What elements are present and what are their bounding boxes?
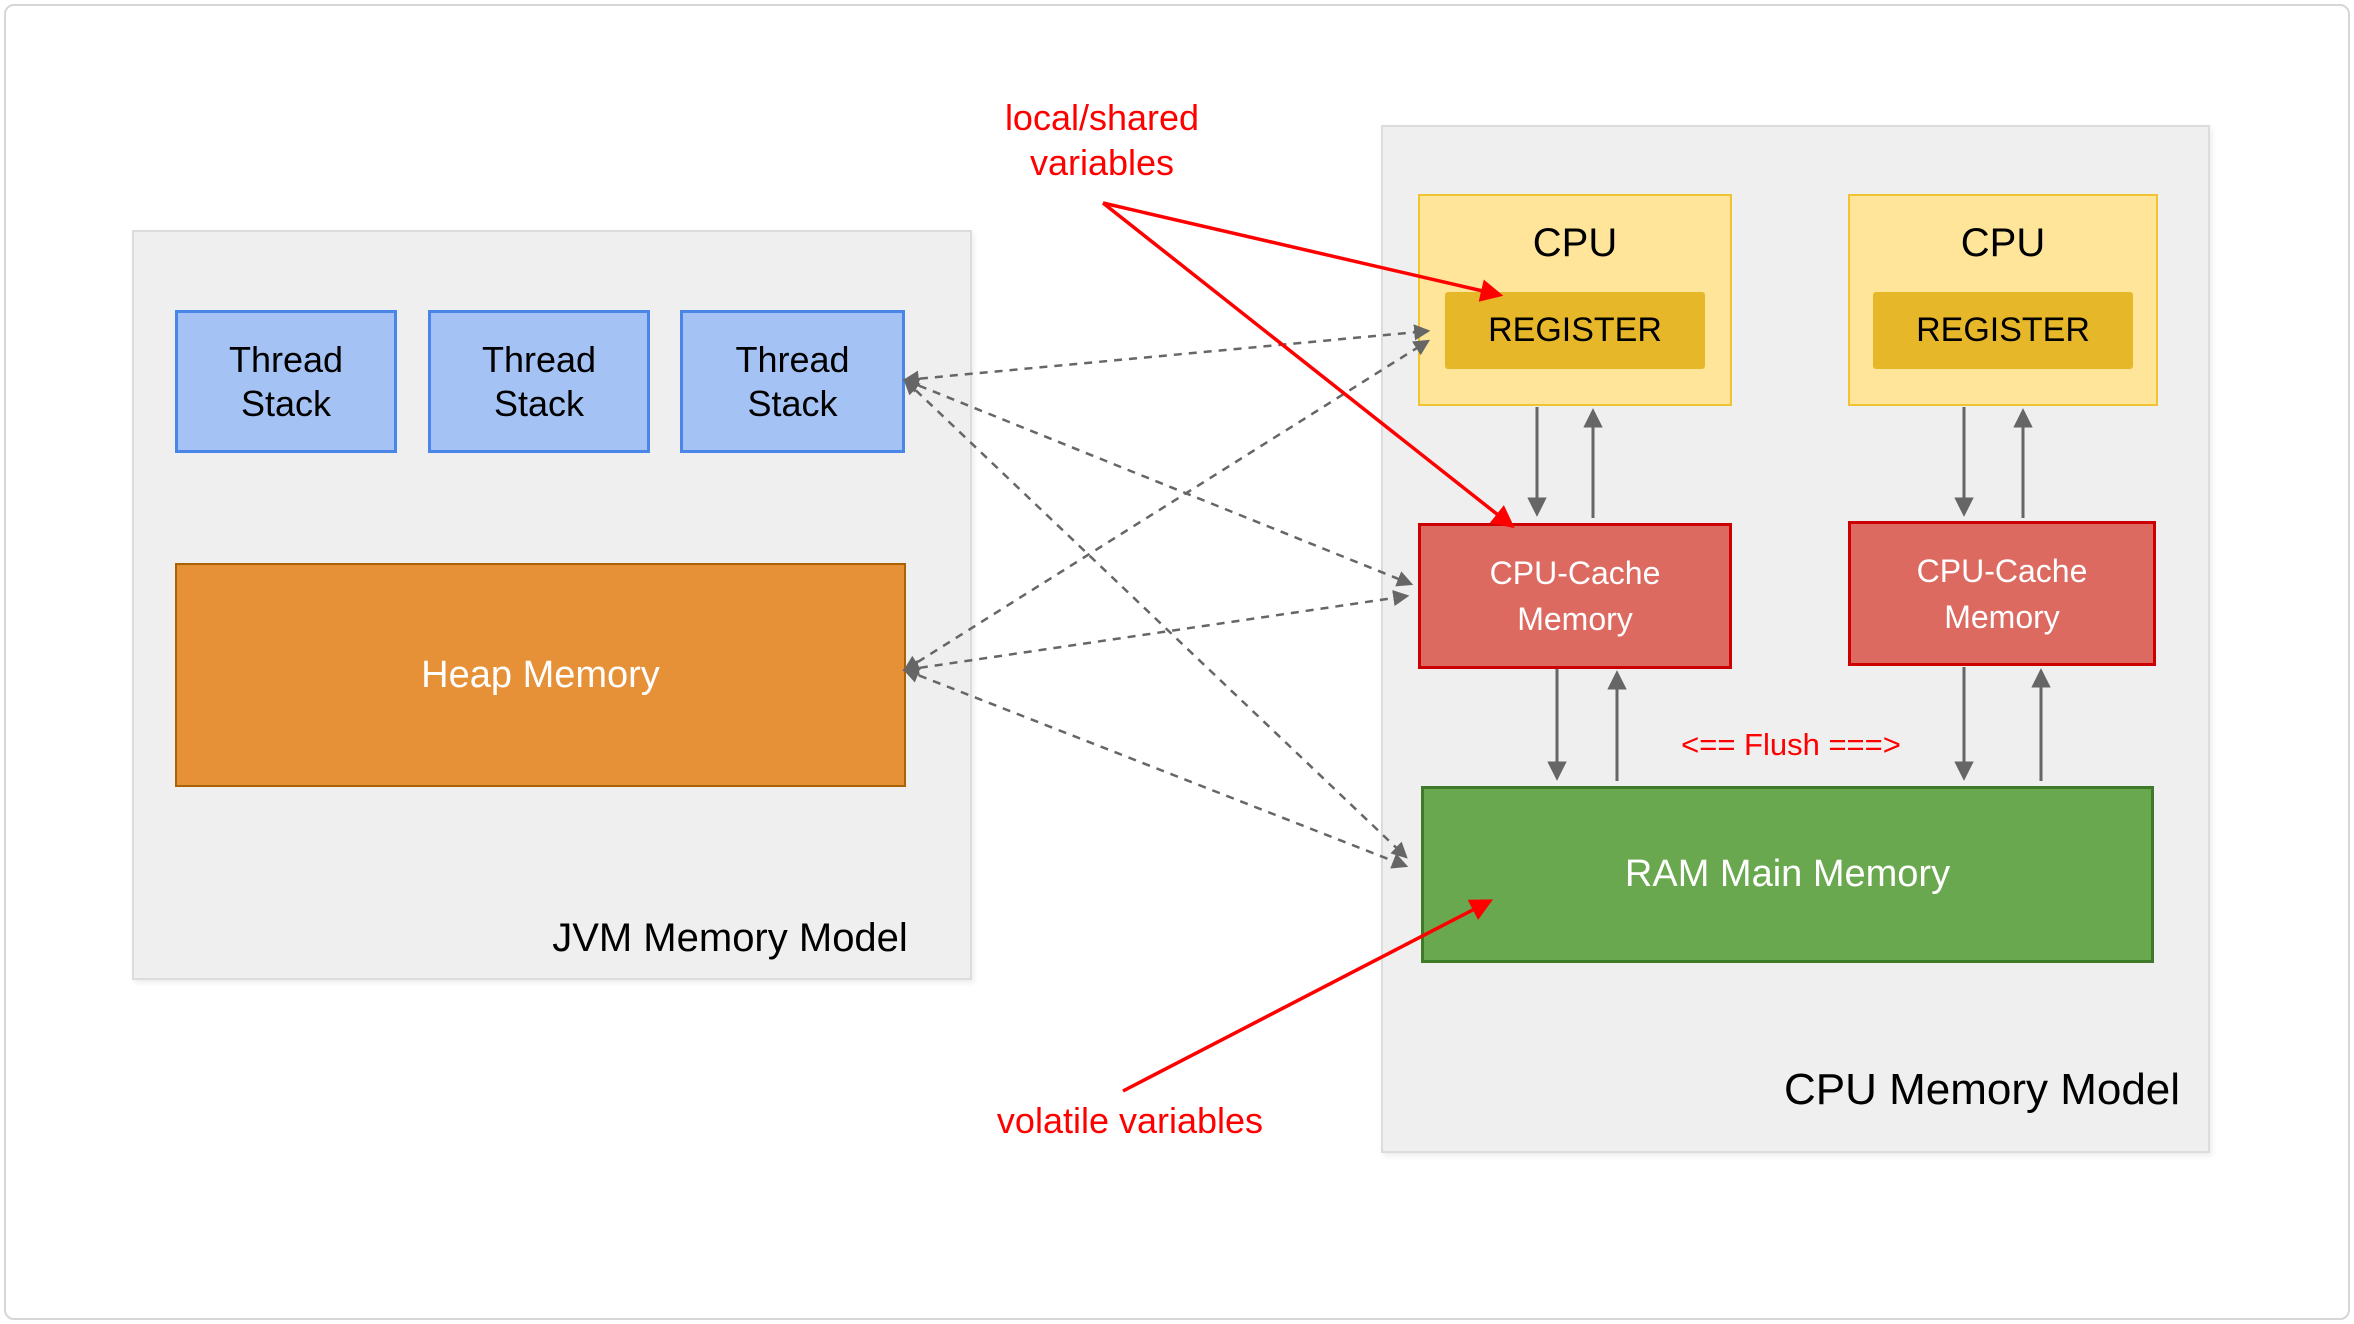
thread-stack-box-2: Thread Stack [428,310,650,453]
cpu-cache-box-2: CPU-Cache Memory [1848,521,2156,666]
cpu-cache-box-1: CPU-Cache Memory [1418,523,1732,669]
heap-memory-label: Heap Memory [421,653,660,696]
cpu-cache-label: CPU-Cache Memory [1916,552,2088,635]
register-label: REGISTER [1916,311,2090,349]
register-box-2: REGISTER [1873,292,2133,369]
cpu-cache-label: CPU-Cache Memory [1489,555,1661,637]
jvm-panel-title: JVM Memory Model [552,916,908,960]
cpu-memory-model-panel: CPU REGISTER CPU REGISTER CPU-Cache Memo… [1381,125,2210,1153]
jvm-memory-model-panel: Thread Stack Thread Stack Thread Stack H… [132,230,972,980]
thread-stack-label: Thread Stack [481,338,597,424]
thread-stack-box-1: Thread Stack [175,310,397,453]
cpu-title: CPU [1960,221,2046,265]
thread-stack-label: Thread Stack [735,338,850,424]
register-box-1: REGISTER [1445,292,1705,369]
ram-main-memory-label: RAM Main Memory [1624,853,1951,895]
volatile-variables-annotation: volatile variables [996,1100,1264,1141]
local-shared-variables-annotation: local/shared variables [1004,97,1200,183]
flush-annotation: <== Flush ===> [1681,727,1901,762]
heap-memory-box: Heap Memory [175,563,906,787]
cpu-title: CPU [1532,221,1618,265]
ram-main-memory-box: RAM Main Memory [1421,786,2154,963]
cpu-panel-title: CPU Memory Model [1783,1065,2181,1114]
cpu-box-1: CPU REGISTER [1418,194,1732,406]
thread-stack-box-3: Thread Stack [680,310,905,453]
page-border [4,4,2350,1320]
thread-stack-label: Thread Stack [228,338,344,424]
cpu-box-2: CPU REGISTER [1848,194,2158,406]
register-label: REGISTER [1488,311,1662,349]
